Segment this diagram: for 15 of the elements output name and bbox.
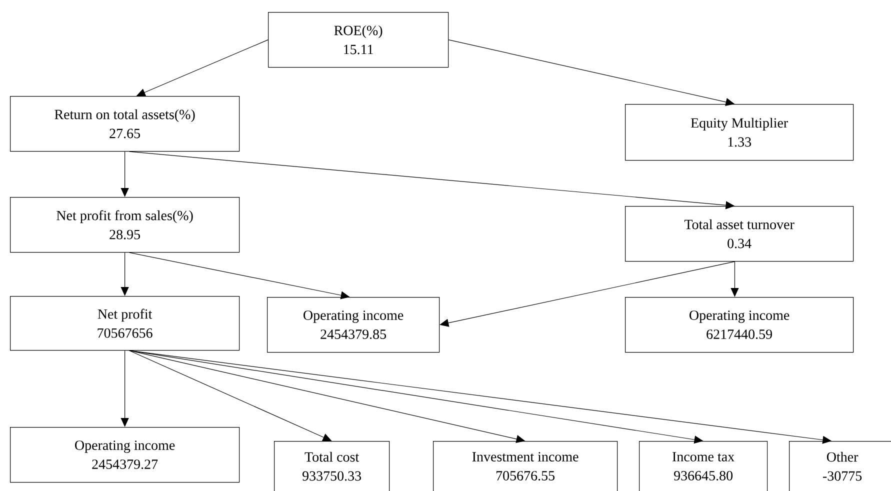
text-box: Investment income 705676.55	[433, 441, 618, 491]
text-box: Total cost 933750.33	[274, 441, 390, 491]
text-box: Equity Multiplier 1.33	[625, 104, 854, 161]
arrow	[120, 151, 129, 197]
arrow	[730, 261, 739, 297]
text-box: Total asset turnover 0.34	[625, 206, 854, 262]
text-box: Operating income 6217440.59	[625, 297, 854, 353]
text-box: Operating income 2454379.27	[10, 427, 240, 483]
text-box: Return on total assets(%) 27.65	[10, 96, 240, 152]
text-box: Operating income 2454379.85	[267, 297, 440, 353]
text-box: Net profit 70567656	[10, 296, 240, 351]
text-box: ROE(%) 15.11	[268, 12, 449, 68]
arrow	[120, 350, 129, 427]
arrow	[120, 252, 129, 296]
text-box: Net profit from sales(%) 28.95	[10, 197, 240, 253]
